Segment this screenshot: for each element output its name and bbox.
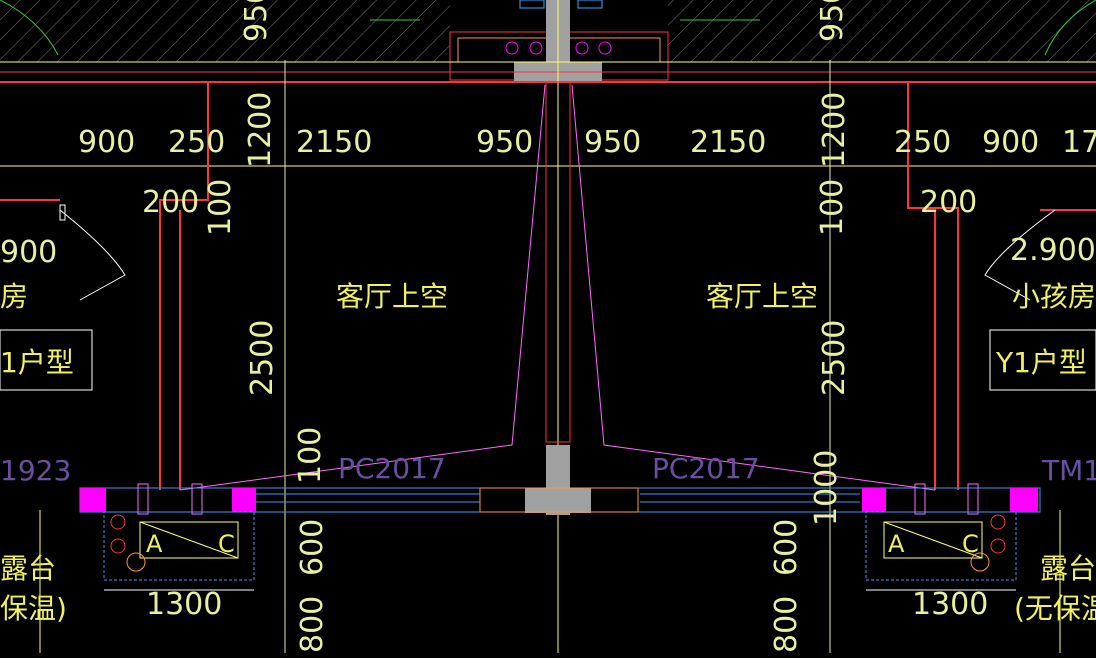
ac-unit-right	[883, 521, 983, 559]
dim-small-left: 200	[142, 185, 199, 220]
dim-vert-3: 1200	[243, 92, 278, 168]
ac-box-left	[103, 511, 255, 581]
window-label-right: PC2017	[652, 452, 760, 485]
roof-slope-right	[571, 84, 936, 491]
drain-icon	[970, 552, 990, 572]
column-base-wide	[525, 488, 591, 513]
ac-circle	[529, 41, 543, 55]
post-small	[137, 483, 149, 515]
roof-curve-right	[1044, 0, 1096, 56]
ac-box-right	[865, 511, 1017, 581]
dim-bottom-right: 1300	[912, 587, 988, 622]
dim-vert-8: 2500	[817, 320, 852, 396]
dim-top-6: 2150	[690, 125, 766, 160]
column-center	[545, 81, 571, 443]
dim-vert-12: 600	[769, 519, 804, 576]
drain-icon	[126, 552, 146, 572]
wall-segment	[479, 487, 639, 513]
dim-vert-9: 100	[293, 427, 328, 484]
dim-top-9: 175	[1062, 125, 1096, 160]
terrace-left-1: 露台	[0, 552, 56, 585]
column-magenta	[80, 488, 106, 512]
dim-vert-11: 600	[295, 519, 330, 576]
dim-vert-7: 2500	[245, 320, 280, 396]
terrace-left-2: 保温)	[0, 592, 67, 625]
dim-small-right: 200	[920, 185, 977, 220]
window-label-left: PC2017	[338, 452, 446, 485]
dim-vert-2: 950	[815, 0, 850, 42]
door-label-left: 1923	[0, 454, 71, 487]
top-ac-small	[519, 0, 545, 9]
room-bedroom-right: 小孩房	[1012, 280, 1096, 313]
dim-top-8: 900	[982, 125, 1039, 160]
top-ac-small	[577, 0, 603, 9]
ac-circle	[575, 41, 589, 55]
dim-top-3: 2150	[296, 125, 372, 160]
ac-circle	[110, 514, 126, 530]
unit-type-left: 1户型	[0, 346, 74, 379]
post-small	[967, 483, 979, 515]
level-left: 900	[0, 235, 57, 270]
ac-unit-left	[139, 521, 239, 559]
door-label-right: TM19	[1041, 454, 1096, 487]
type-box-left	[0, 329, 93, 391]
ac-diagonal	[139, 521, 239, 559]
ac-circle	[598, 41, 612, 55]
dim-top-4: 950	[476, 125, 533, 160]
ac-label-a-left: A	[146, 530, 163, 558]
dim-vert-14: 800	[769, 596, 804, 653]
column-magenta	[862, 488, 886, 512]
dim-vert-13: 800	[295, 596, 330, 653]
ac-circle	[990, 514, 1006, 530]
roof-hatch-right	[668, 0, 1096, 62]
dim-top-1: 900	[78, 125, 135, 160]
room-living-left: 客厅上空	[336, 280, 448, 313]
ac-label-c-left: C	[218, 530, 235, 558]
roof-curve-left	[0, 0, 59, 56]
dim-top-2: 250	[168, 125, 225, 160]
ac-label-a-right: A	[888, 530, 905, 558]
dim-vert-4: 1200	[817, 92, 852, 168]
ac-circle	[110, 538, 126, 554]
type-box-right	[989, 329, 1096, 391]
dim-vert-6: 100	[815, 179, 850, 236]
door-swing-right	[984, 209, 1056, 301]
dim-vert-1: 950	[239, 0, 274, 42]
room-living-right: 客厅上空	[706, 280, 818, 313]
dim-bottom-left: 1300	[146, 587, 222, 622]
door-swing-left	[59, 209, 126, 301]
ac-circle	[505, 41, 519, 55]
roof-hatch-left	[0, 0, 450, 62]
level-right: 2.900	[1010, 233, 1096, 268]
wall-left	[159, 82, 209, 490]
dim-vert-10: 1000	[809, 450, 844, 526]
door-left-frame	[59, 204, 66, 221]
wall-right	[907, 82, 959, 490]
ac-label-c-right: C	[962, 530, 979, 558]
terrace-right-2: (无保温)	[1014, 592, 1096, 625]
post-small	[191, 483, 203, 515]
column-magenta	[232, 488, 256, 512]
room-bedroom-left: 房	[0, 280, 28, 313]
roof-slope-left	[179, 84, 546, 491]
ac-diagonal	[883, 521, 983, 559]
post-small	[914, 483, 926, 515]
dim-top-7: 250	[894, 125, 951, 160]
ac-circle	[990, 538, 1006, 554]
unit-type-right: Y1户型	[995, 346, 1087, 379]
terrace-right-1: 露台	[1040, 552, 1096, 585]
dim-vert-5: 100	[203, 179, 238, 236]
dim-top-5: 950	[584, 125, 641, 160]
column-magenta	[1010, 488, 1038, 512]
